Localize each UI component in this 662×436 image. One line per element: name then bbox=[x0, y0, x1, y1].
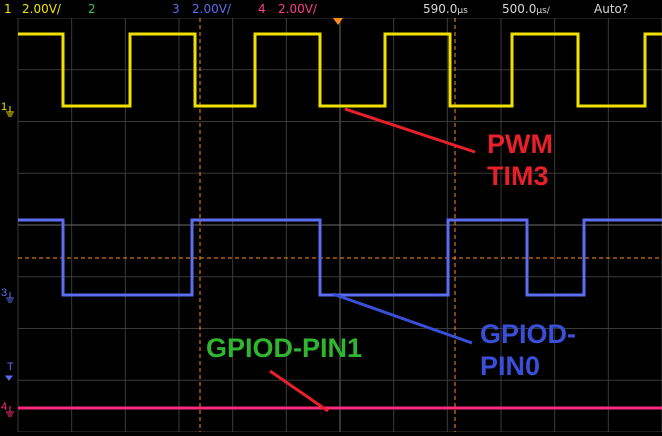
ch1-marker: 1 bbox=[1, 101, 7, 113]
time-offset[interactable]: 590.0µs bbox=[423, 0, 468, 20]
pwm-label-line1: PWM bbox=[487, 129, 553, 159]
ch1-trace bbox=[18, 32, 662, 108]
time-base[interactable]: 500.0µs/ bbox=[502, 0, 550, 20]
trigger-position-marker bbox=[333, 18, 343, 25]
gpiod-pin0-label-line1: GPIOD- bbox=[480, 319, 577, 349]
pwm-arrow bbox=[344, 107, 476, 154]
time-base-value: 500.0 bbox=[502, 2, 537, 16]
cursors bbox=[18, 18, 662, 432]
gpiod-pin0-label: GPIOD- PIN0 bbox=[480, 318, 576, 382]
ch4-number[interactable]: 4 bbox=[258, 2, 266, 16]
ch3-trace bbox=[18, 218, 662, 297]
gpiod-pin0-label-line2: PIN0 bbox=[480, 351, 541, 381]
status-bar: 1 2.00V/ 2 3 2.00V/ 4 2.00V/ 590.0µs 500… bbox=[0, 0, 662, 18]
ch1-ground-icon bbox=[6, 106, 14, 117]
gpiod-pin0-arrow bbox=[332, 292, 473, 345]
time-offset-value: 590.0 bbox=[423, 2, 458, 16]
ch4-scale[interactable]: 2.00V/ bbox=[278, 2, 317, 16]
ch3-ground-icon bbox=[6, 292, 14, 303]
ch1-scale[interactable]: 2.00V/ bbox=[22, 2, 61, 16]
ch4-marker: 4 bbox=[1, 401, 7, 413]
marker-ground-symbols bbox=[5, 106, 14, 417]
traces bbox=[18, 32, 662, 410]
ch4-ground-icon bbox=[6, 406, 14, 417]
pwm-label: PWM TIM3 bbox=[487, 128, 553, 192]
waveform-svg: 1 3 T 4 bbox=[1, 17, 662, 433]
gpiod-pin1-label: GPIOD-PIN1 bbox=[206, 333, 363, 363]
ch3-marker: 3 bbox=[1, 287, 7, 299]
pwm-label-line2: TIM3 bbox=[487, 161, 549, 191]
trigger-level-marker: T bbox=[7, 361, 14, 373]
gpiod-pin1-arrow bbox=[269, 369, 329, 413]
ch3-scale[interactable]: 2.00V/ bbox=[192, 2, 231, 16]
ch3-number[interactable]: 3 bbox=[172, 2, 180, 16]
ch2-number[interactable]: 2 bbox=[88, 2, 96, 16]
trigger-mode[interactable]: Auto? bbox=[594, 2, 629, 16]
time-offset-unit: µs bbox=[457, 6, 468, 16]
ch1-number[interactable]: 1 bbox=[4, 2, 12, 16]
time-base-unit: µs/ bbox=[536, 6, 550, 16]
oscilloscope-display[interactable]: 1 3 T 4 PWM TIM3 GPIOD- PIN0 GPIOD-PIN1 bbox=[0, 17, 662, 433]
channel-markers: 1 3 T 4 bbox=[1, 101, 14, 413]
trigger-arrow-icon bbox=[5, 375, 13, 381]
